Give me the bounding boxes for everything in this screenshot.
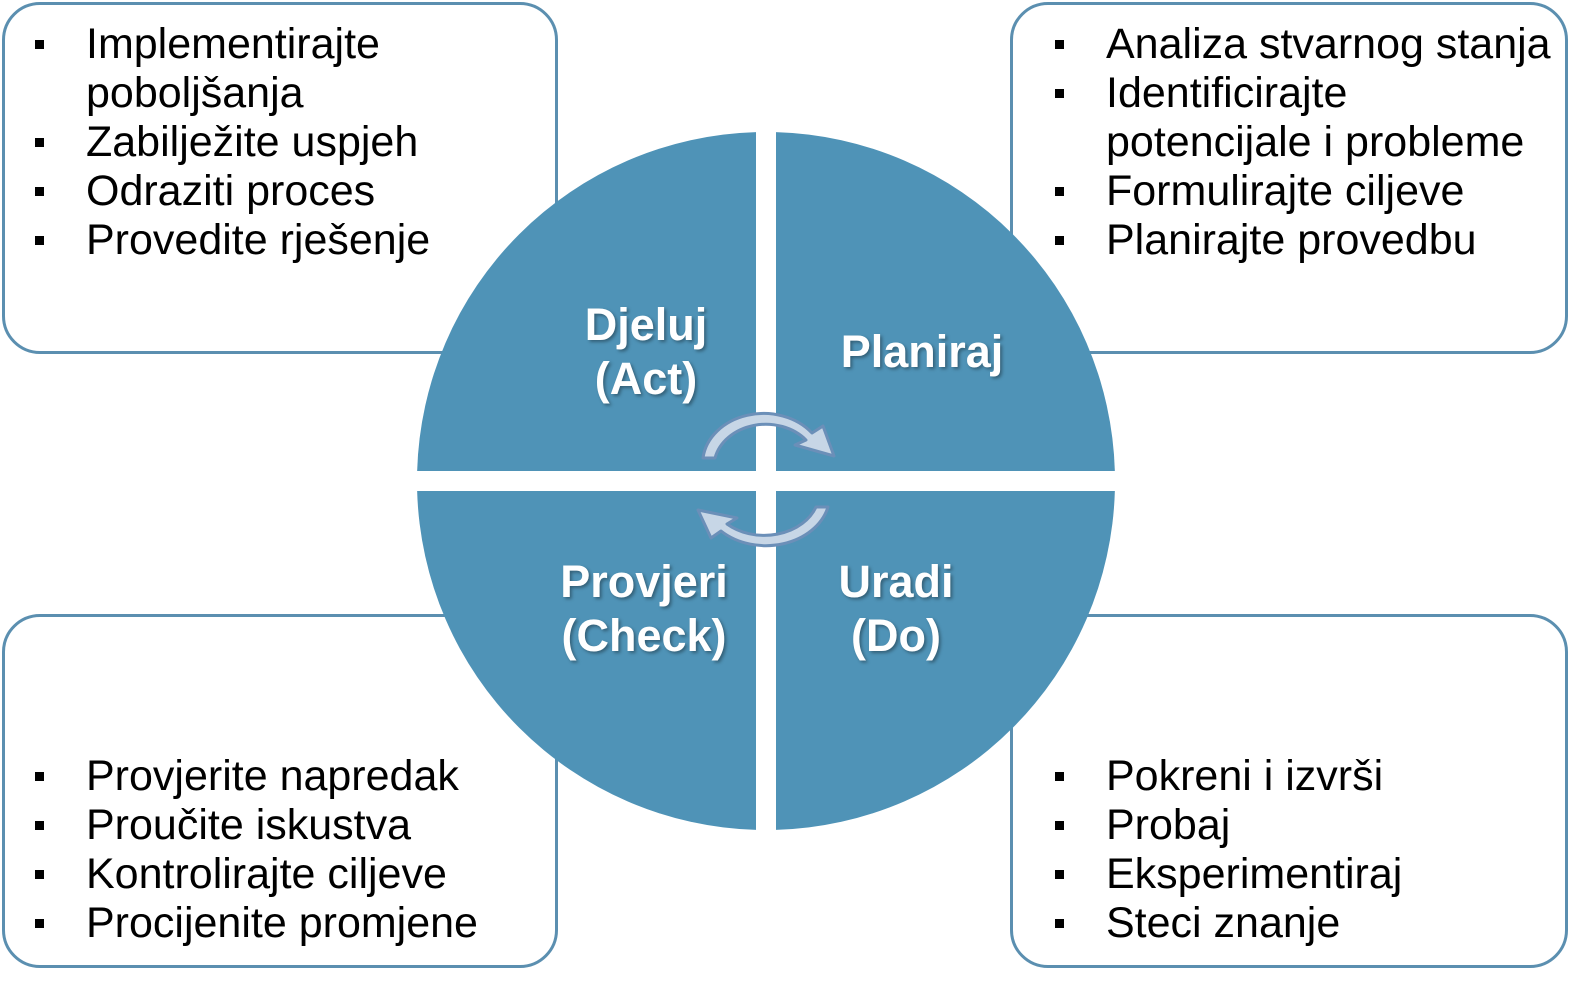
check-box <box>2 614 558 968</box>
check-label-line-1: Provjeri <box>560 556 728 607</box>
list-item: Formulirajte ciljeve <box>1052 167 1552 216</box>
list-item: Pokreni i izvrši <box>1052 752 1552 801</box>
list-item: Procijenite promjene <box>32 899 532 948</box>
list-item: Probaj <box>1052 801 1552 850</box>
cycle-arrow-top-icon <box>701 411 836 460</box>
plan-box <box>1010 2 1568 354</box>
list-item: Steci znanje <box>1052 899 1552 948</box>
plan-bullet-list: Analiza stvarnog stanja Identificirajte … <box>1052 20 1552 265</box>
list-item: Planirajte provedbu <box>1052 216 1552 265</box>
list-item: Proučite iskustva <box>32 801 532 850</box>
list-item: Zabilježite uspjeh <box>32 118 532 167</box>
list-item: Identificirajte potencijale i probleme <box>1052 69 1552 167</box>
check-bullet-list: Provjerite napredak Proučite iskustva Ko… <box>32 752 532 948</box>
do-box <box>1010 614 1568 968</box>
do-quadrant <box>776 491 1115 830</box>
list-item: Kontrolirajte ciljeve <box>32 850 532 899</box>
act-label-line-2: (Act) <box>594 353 698 404</box>
act-quadrant <box>417 132 756 471</box>
check-label-line-2: (Check) <box>561 610 727 661</box>
list-item: Implementirajte poboljšanja <box>32 20 532 118</box>
plan-label-line-1: Planiraj <box>840 326 1004 377</box>
do-label-line-2: (Do) <box>851 610 941 661</box>
act-bullet-list: Implementirajte poboljšanja Zabilježite … <box>32 20 532 265</box>
check-quadrant-label: Provjeri (Check) <box>534 555 754 663</box>
plan-quadrant <box>776 132 1115 471</box>
do-bullet-list: Pokreni i izvrši Probaj Eksperimentiraj … <box>1052 752 1552 948</box>
act-quadrant-label: Djeluj (Act) <box>536 298 756 406</box>
cycle-arrow-bottom-icon <box>696 505 830 548</box>
plan-quadrant-label: Planiraj <box>812 325 1032 379</box>
list-item: Eksperimentiraj <box>1052 850 1552 899</box>
do-label-line-1: Uradi <box>838 556 954 607</box>
act-label-line-1: Djeluj <box>584 299 708 350</box>
check-quadrant <box>417 491 756 830</box>
list-item: Analiza stvarnog stanja <box>1052 20 1552 69</box>
list-item: Odraziti proces <box>32 167 532 216</box>
list-item: Provjerite napredak <box>32 752 532 801</box>
act-box <box>2 2 558 354</box>
list-item: Provedite rješenje <box>32 216 532 265</box>
do-quadrant-label: Uradi (Do) <box>786 555 1006 663</box>
